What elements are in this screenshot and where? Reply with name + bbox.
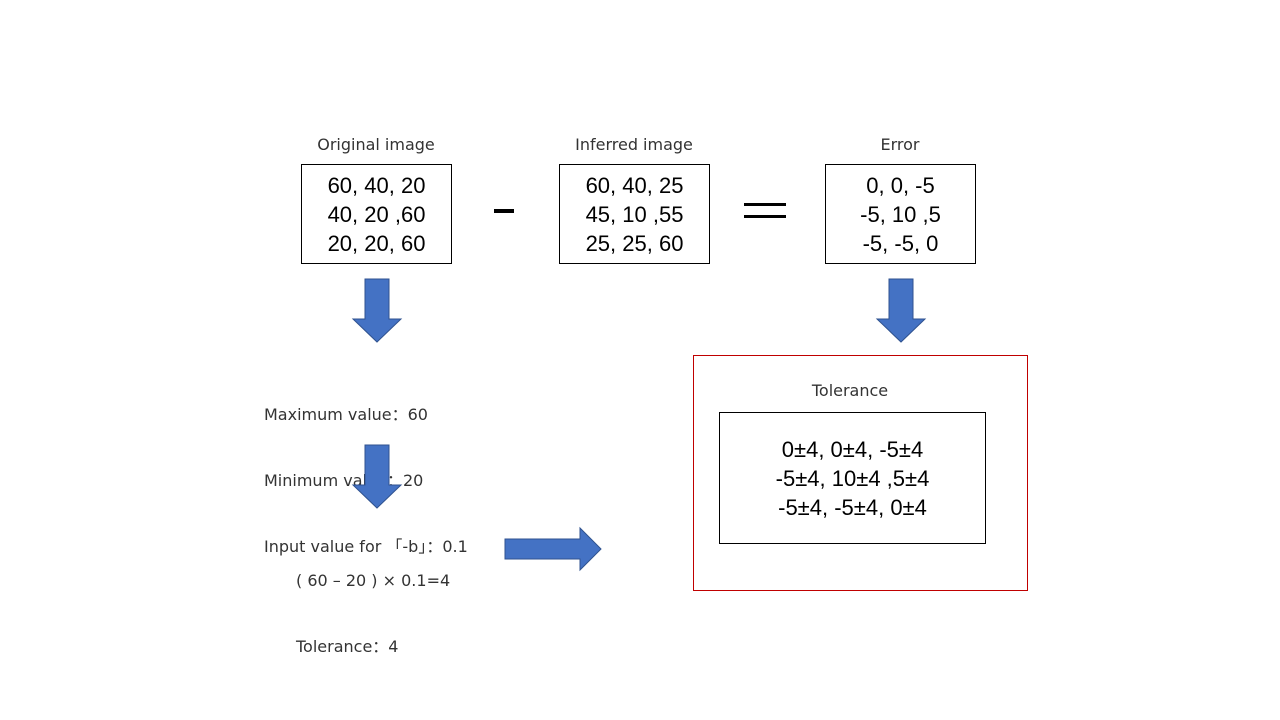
down-arrow-error xyxy=(875,278,927,343)
equals-operator xyxy=(744,203,786,218)
inferred-row-1: 60, 40, 25 xyxy=(585,172,684,198)
inferred-row-2: 45, 10 ,55 xyxy=(585,201,684,227)
tolerance-value-text: Tolerance：4 xyxy=(296,637,399,656)
maximum-value-text: Maximum value：60 xyxy=(264,405,428,424)
down-arrow-calculation xyxy=(351,444,403,509)
error-row-3: -5, -5, 0 xyxy=(862,230,939,256)
original-row-2: 40, 20 ,60 xyxy=(327,201,426,227)
original-image-title: Original image xyxy=(317,135,435,154)
error-row-1: 0, 0, -5 xyxy=(866,172,935,198)
minus-operator xyxy=(494,209,514,213)
tolerance-row-3: -5±4, -5±4, 0±4 xyxy=(778,494,927,520)
right-arrow xyxy=(504,526,602,572)
error-title: Error xyxy=(880,135,920,154)
tolerance-row-1: 0±4, 0±4, -5±4 xyxy=(781,436,924,462)
inferred-image-matrix: 60, 40, 25 45, 10 ,55 25, 25, 60 xyxy=(559,164,710,264)
tolerance-calculation: ( 60 – 20 ) × 0.1=4 Tolerance：4 xyxy=(296,526,450,680)
original-image-matrix: 60, 40, 20 40, 20 ,60 20, 20, 60 xyxy=(301,164,452,264)
down-arrow-original xyxy=(351,278,403,343)
tolerance-frame xyxy=(693,355,1028,591)
inferred-row-3: 25, 25, 60 xyxy=(585,230,684,256)
original-row-1: 60, 40, 20 xyxy=(327,172,426,198)
calculation-formula-text: ( 60 – 20 ) × 0.1=4 xyxy=(296,571,451,590)
input-value-b-text: Input value for 「-b」：0.1 xyxy=(264,537,468,556)
error-matrix: 0, 0, -5 -5, 10 ,5 -5, -5, 0 xyxy=(825,164,976,264)
tolerance-row-2: -5±4, 10±4 ,5±4 xyxy=(775,465,930,491)
tolerance-title: Tolerance xyxy=(811,381,889,400)
error-row-2: -5, 10 ,5 xyxy=(860,201,941,227)
tolerance-matrix: 0±4, 0±4, -5±4 -5±4, 10±4 ,5±4 -5±4, -5±… xyxy=(719,412,986,544)
inferred-image-title: Inferred image xyxy=(575,135,693,154)
original-row-3: 20, 20, 60 xyxy=(327,230,426,256)
